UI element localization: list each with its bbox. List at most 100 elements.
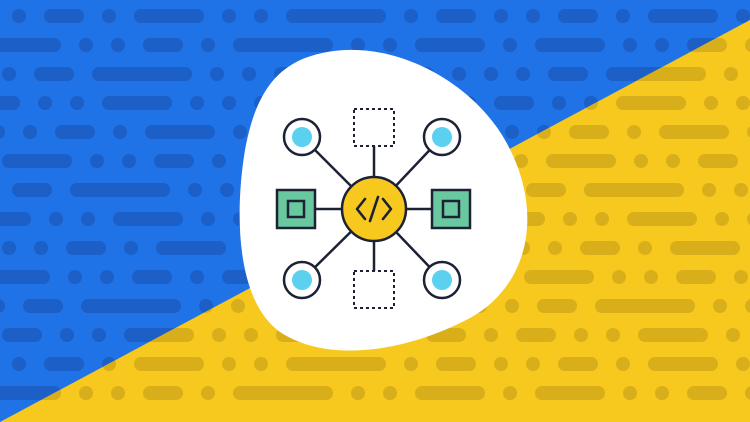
pattern-dash (436, 9, 476, 23)
pattern-dash (0, 96, 20, 110)
pattern-dash (687, 386, 727, 400)
pattern-dash (537, 299, 577, 313)
pattern-dash (154, 154, 194, 168)
pattern-dot (70, 96, 84, 110)
pattern-dot (254, 9, 268, 23)
pattern-dash (415, 38, 485, 52)
pattern-dot (666, 154, 680, 168)
pattern-dot (210, 67, 224, 81)
pattern-dash (526, 183, 566, 197)
pattern-dot (634, 154, 648, 168)
pattern-dot (704, 96, 718, 110)
pattern-dash (2, 328, 42, 342)
code-brackets-icon (340, 175, 408, 243)
pattern-dot (484, 328, 498, 342)
pattern-dash (156, 241, 226, 255)
pattern-dot (38, 96, 52, 110)
pattern-dash (92, 67, 192, 81)
pattern-dot (0, 299, 5, 313)
pattern-dash (0, 38, 61, 52)
pattern-dash (134, 357, 204, 371)
pattern-dash (415, 386, 485, 400)
pattern-dash (584, 183, 684, 197)
pattern-dot (724, 67, 738, 81)
pattern-dot (452, 67, 466, 81)
pattern-dash (145, 125, 215, 139)
circle-node-icon (282, 117, 322, 157)
pattern-dot (92, 328, 106, 342)
pattern-dot (201, 38, 215, 52)
pattern-dot (242, 67, 256, 81)
pattern-dot (623, 386, 637, 400)
pattern-dash (113, 212, 183, 226)
pattern-dash (648, 9, 718, 23)
pattern-dash (698, 154, 738, 168)
pattern-dot (516, 67, 530, 81)
pattern-dash (34, 67, 74, 81)
pattern-dot (23, 125, 37, 139)
pattern-dot (222, 357, 236, 371)
pattern-dash (143, 386, 183, 400)
pattern-dash (546, 154, 616, 168)
pattern-dot (713, 299, 727, 313)
pattern-dot (102, 9, 116, 23)
pattern-dash (494, 96, 534, 110)
pattern-dot (12, 357, 26, 371)
pattern-dot (79, 386, 93, 400)
pattern-dash (659, 125, 729, 139)
pattern-dash (580, 241, 620, 255)
pattern-dash (558, 9, 598, 23)
pattern-dot (233, 125, 247, 139)
circle-node-icon (422, 117, 462, 157)
pattern-dash (81, 299, 181, 313)
pattern-dot (505, 299, 519, 313)
pattern-dash (616, 96, 686, 110)
pattern-dash (548, 67, 588, 81)
pattern-dash (23, 299, 63, 313)
pattern-dot (616, 9, 630, 23)
pattern-dot (715, 212, 729, 226)
pattern-dot (734, 270, 748, 284)
pattern-dot (383, 38, 397, 52)
pattern-dash (569, 125, 609, 139)
pattern-dot (0, 125, 5, 139)
pattern-dot (563, 212, 577, 226)
pattern-dot (68, 270, 82, 284)
network-diagram (275, 108, 472, 309)
pattern-dot (503, 386, 517, 400)
pattern-dot (113, 125, 127, 139)
pattern-dash (516, 328, 556, 342)
pattern-dot (548, 241, 562, 255)
pattern-dot (655, 38, 669, 52)
pattern-dash (143, 38, 183, 52)
pattern-dot (351, 386, 365, 400)
pattern-dot (726, 328, 740, 342)
pattern-dot (2, 241, 16, 255)
pattern-dash (132, 270, 172, 284)
pattern-dash (436, 357, 476, 371)
pattern-dot (526, 357, 540, 371)
pattern-dash (0, 270, 50, 284)
pattern-dot (623, 38, 637, 52)
pattern-dot (60, 328, 74, 342)
pattern-dot (606, 328, 620, 342)
pattern-dot (595, 212, 609, 226)
pattern-dash (66, 241, 106, 255)
pattern-dot (574, 328, 588, 342)
pattern-dot (212, 154, 226, 168)
pattern-dot (190, 270, 204, 284)
pattern-dash (670, 241, 740, 255)
pattern-dot (736, 9, 750, 23)
pattern-dash (0, 212, 31, 226)
pattern-dash (535, 386, 605, 400)
pattern-dot (100, 270, 114, 284)
pattern-dot (526, 9, 540, 23)
pattern-dot (736, 357, 750, 371)
pattern-dot (212, 328, 226, 342)
pattern-dot (514, 154, 528, 168)
pattern-dash (0, 386, 61, 400)
pattern-dot (655, 386, 669, 400)
pattern-dash (638, 328, 708, 342)
pattern-dot (745, 299, 750, 313)
pattern-dash (524, 270, 594, 284)
